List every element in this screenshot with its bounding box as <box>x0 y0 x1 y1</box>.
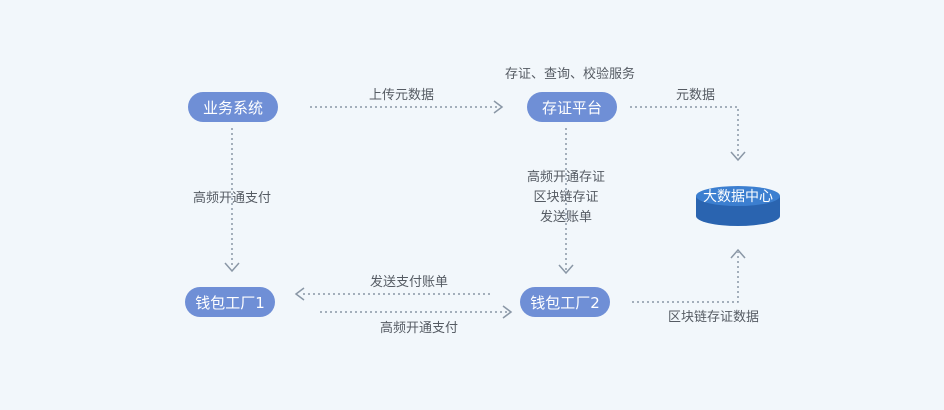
label-hf-attest-line1: 高频开通存证 <box>526 170 605 185</box>
node-wallet-factory-2: 钱包工厂2 <box>520 287 610 317</box>
label-hf-payment-left: 高频开通支付 <box>193 191 272 206</box>
node-wallet-factory-1: 钱包工厂1 <box>185 287 275 317</box>
arrowhead-wallet2-right <box>502 305 513 319</box>
label-platform-services: 存证、查询、校验服务 <box>505 67 636 82</box>
database-icon <box>696 186 780 226</box>
arrow-platform-to-datacenter <box>630 106 739 158</box>
node-big-data-center: 大数据中心 <box>703 189 773 205</box>
arrowhead-datacenter-top <box>730 151 746 162</box>
label-hf-payment-bottom: 高频开通支付 <box>380 321 459 336</box>
label-hf-attest-line2: 区块链存证 <box>533 190 599 205</box>
node-attestation-platform: 存证平台 <box>527 92 617 122</box>
arrowhead-wallet1-top <box>224 262 240 273</box>
label-send-payment-bill: 发送支付账单 <box>370 275 449 290</box>
arrowhead-datacenter-bottom <box>730 248 746 259</box>
arrowhead-platform <box>493 100 504 114</box>
label-metadata: 元数据 <box>676 88 716 103</box>
node-business-system: 业务系统 <box>188 92 278 122</box>
label-blockchain-data: 区块链存证数据 <box>668 310 760 325</box>
label-hf-attest-line3: 发送账单 <box>539 210 592 225</box>
arrowhead-wallet2-top <box>558 264 574 275</box>
arrow-wallet2-to-datacenter <box>632 252 739 303</box>
arrowhead-wallet1-left <box>294 287 305 301</box>
label-upload-metadata: 上传元数据 <box>369 88 435 103</box>
